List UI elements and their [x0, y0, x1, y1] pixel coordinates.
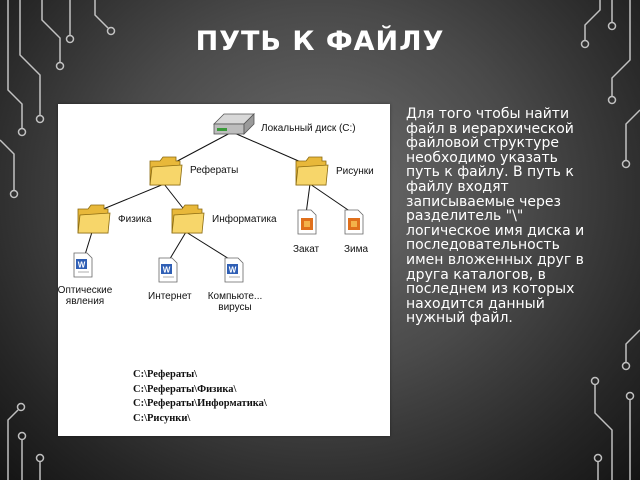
path-item: C:\Рефераты\Физика\	[133, 383, 237, 395]
node-label-zima: Зима	[344, 244, 369, 255]
slide-title: ПУТЬ К ФАЙЛУ	[195, 26, 445, 57]
node-label-zakat: Закат	[293, 244, 320, 255]
node-label-fizika: Физика	[118, 214, 152, 225]
image-file-icon	[344, 209, 364, 235]
node-label-kompyuter-line1: Компьюте...	[207, 291, 263, 302]
node-label-opticheskie-line1: Оптические	[57, 285, 113, 296]
hard-drive-icon	[213, 113, 255, 135]
folder-icon	[295, 156, 329, 186]
folder-icon	[171, 204, 205, 234]
folder-icon	[77, 204, 111, 234]
document-file-icon: W	[73, 252, 93, 278]
path-item: C:\Рефераты\Информатика\	[133, 398, 267, 409]
node-label-informatika: Информатика	[212, 214, 277, 225]
node-label-opticheskie: Оптические явления	[52, 285, 118, 307]
diagram-panel	[58, 104, 390, 436]
node-label-kompyuter-line2: вирусы	[218, 302, 252, 313]
path-item: C:\Рисунки\	[133, 412, 191, 424]
svg-text:W: W	[229, 266, 237, 275]
tree-connectors	[83, 131, 355, 263]
node-label-referaty: Рефераты	[190, 165, 239, 176]
document-file-icon: W	[158, 257, 178, 283]
node-label-internet: Интернет	[148, 291, 192, 302]
node-label-root: Локальный диск (C:)	[261, 123, 356, 134]
svg-text:W: W	[78, 261, 86, 270]
document-file-icon: W	[224, 257, 244, 283]
path-item: C:\Рефераты\	[133, 369, 198, 380]
svg-text:W: W	[163, 266, 171, 275]
node-label-risunki: Рисунки	[336, 166, 374, 177]
path-list: C:\Рефераты\ C:\Рефераты\Физика\ C:\Рефе…	[133, 368, 267, 426]
folder-icon	[149, 156, 183, 186]
node-label-opticheskie-line2: явления	[65, 296, 105, 307]
node-label-kompyuter: Компьюте... вирусы	[202, 291, 268, 313]
image-file-icon	[297, 209, 317, 235]
description-text: Для того чтобы найти файл в иерархическо…	[406, 106, 585, 327]
